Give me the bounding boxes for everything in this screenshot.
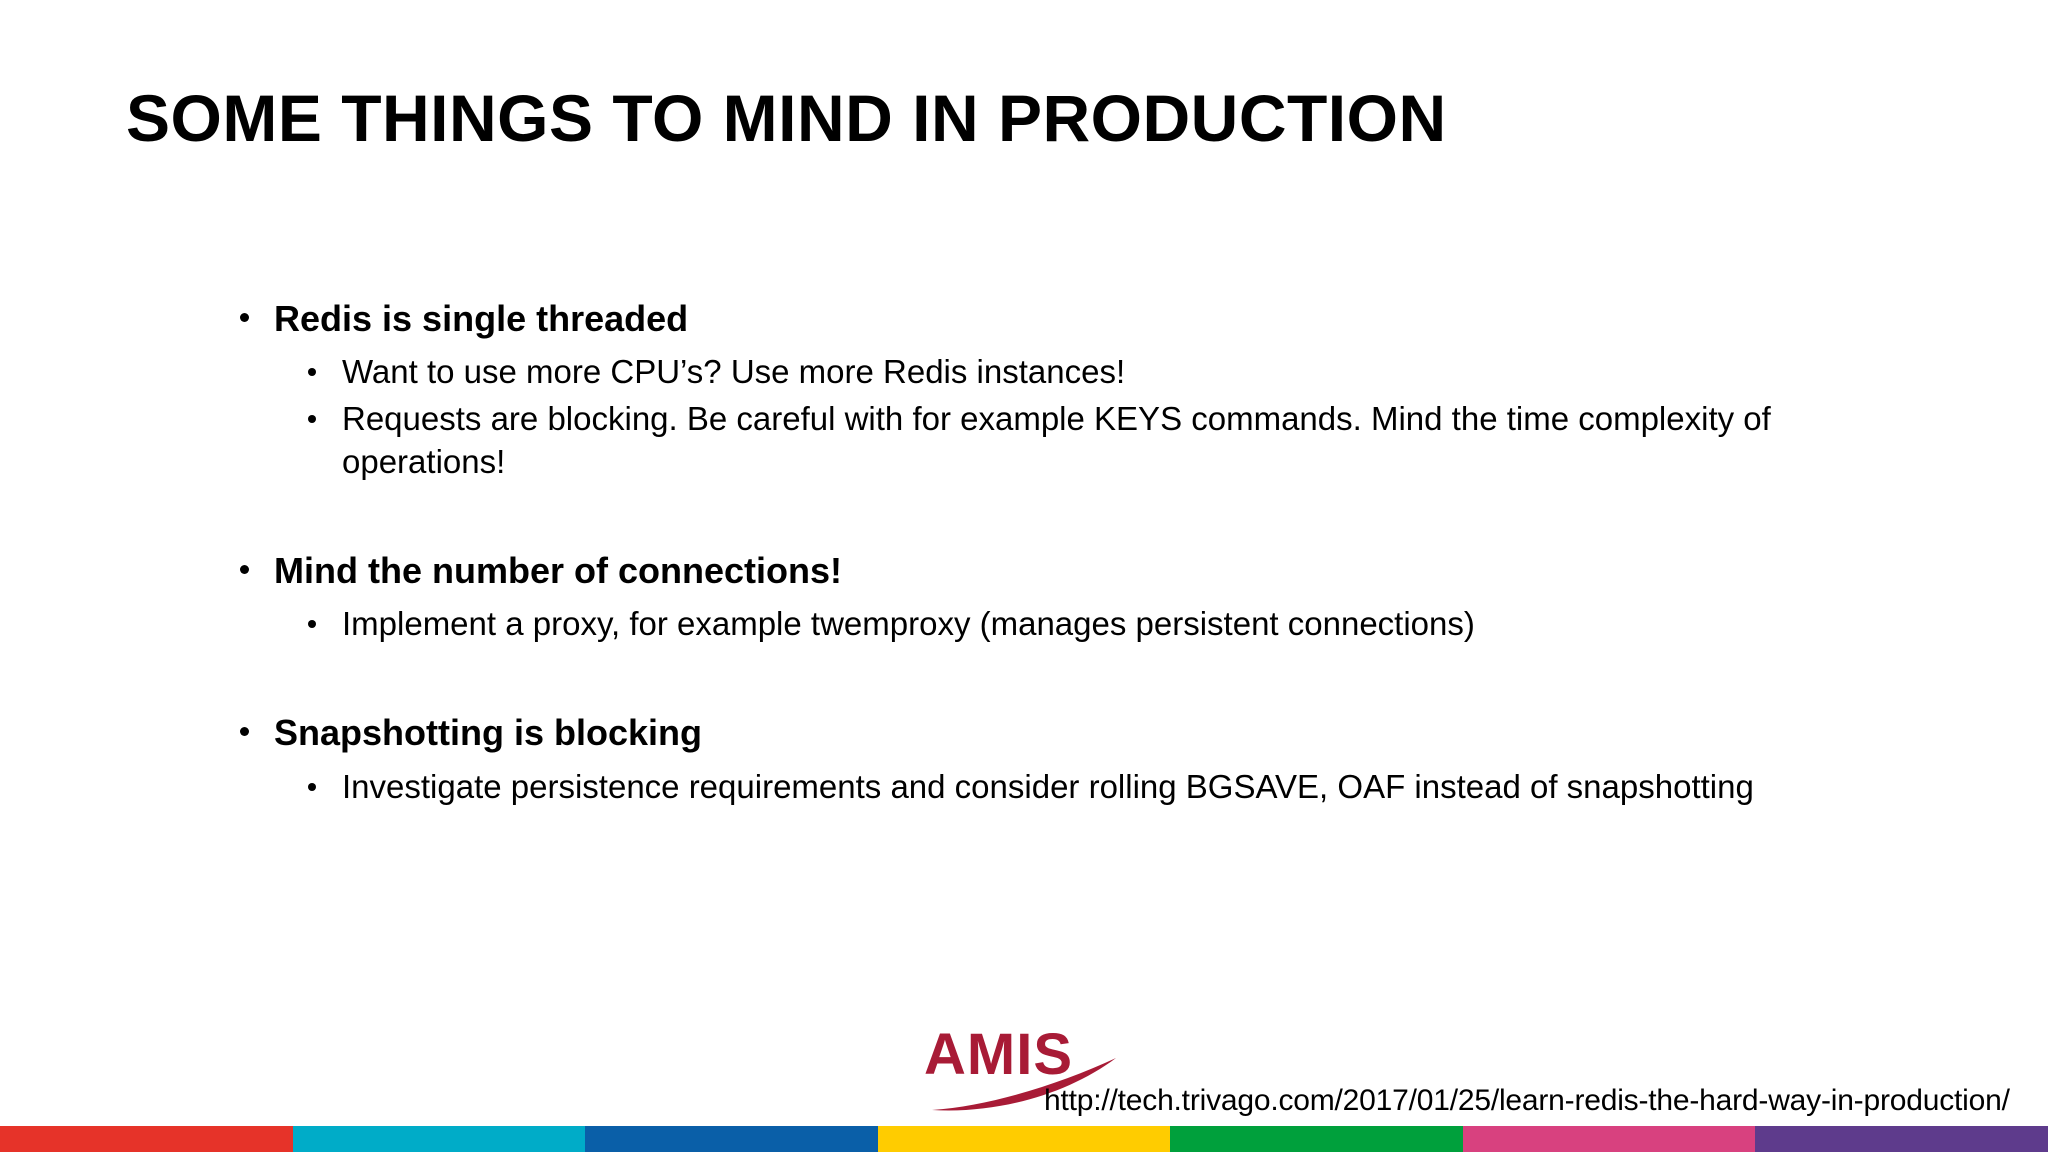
bullet-group: Mind the number of connections! Implemen… xyxy=(236,548,1876,646)
source-url[interactable]: http://tech.trivago.com/2017/01/25/learn… xyxy=(1044,1084,2010,1117)
color-bar-segment xyxy=(1462,1126,1756,1152)
color-bar-segment xyxy=(877,1126,1171,1152)
bullet-sublist: Implement a proxy, for example twemproxy… xyxy=(236,603,1876,646)
amis-logo: AMIS xyxy=(920,1022,1180,1118)
bullet-level1-label: Redis is single threaded xyxy=(274,298,689,339)
bullet-level2: Requests are blocking. Be careful with f… xyxy=(236,398,1876,484)
bullet-dot-icon xyxy=(308,782,316,791)
bullet-level2-label: Implement a proxy, for example twemproxy… xyxy=(342,605,1475,643)
bullet-dot-icon xyxy=(240,727,249,737)
bullet-level2-label: Requests are blocking. Be careful with f… xyxy=(342,400,1771,481)
bullet-level2: Implement a proxy, for example twemproxy… xyxy=(236,603,1876,646)
color-bar-segment xyxy=(585,1126,878,1152)
bullet-dot-icon xyxy=(308,620,316,629)
bullet-group: Snapshotting is blocking Investigate per… xyxy=(236,710,1876,808)
bullet-dot-icon xyxy=(308,415,316,424)
bullet-sublist: Want to use more CPU’s? Use more Redis i… xyxy=(236,351,1876,484)
color-bar xyxy=(0,1126,2048,1152)
bullet-level2-label: Want to use more CPU’s? Use more Redis i… xyxy=(342,353,1126,391)
bullet-sublist: Investigate persistence requirements and… xyxy=(236,766,1876,809)
color-bar-segment xyxy=(292,1126,586,1152)
slide-body: Redis is single threaded Want to use mor… xyxy=(236,296,1876,809)
color-bar-segment xyxy=(1755,1126,2048,1152)
bullet-group: Redis is single threaded Want to use mor… xyxy=(236,296,1876,484)
color-bar-segment xyxy=(0,1126,293,1152)
bullet-level1: Redis is single threaded xyxy=(236,296,1876,341)
bullet-level1-label: Mind the number of connections! xyxy=(274,550,842,592)
bullet-dot-icon xyxy=(240,565,249,575)
bullet-level2: Investigate persistence requirements and… xyxy=(236,766,1876,809)
amis-logo-icon: AMIS xyxy=(924,1022,1116,1111)
color-bar-segment xyxy=(1170,1126,1463,1152)
bullet-dot-icon xyxy=(240,313,249,322)
bullet-level2: Want to use more CPU’s? Use more Redis i… xyxy=(236,351,1876,394)
page-title: SOME THINGS TO MIND IN PRODUCTION xyxy=(126,81,1447,155)
bullet-level2-label: Investigate persistence requirements and… xyxy=(342,767,1754,805)
bullet-level1: Snapshotting is blocking xyxy=(236,710,1876,755)
bullet-level1-label: Snapshotting is blocking xyxy=(274,712,703,754)
bullet-level1: Mind the number of connections! xyxy=(236,548,1876,593)
bullet-dot-icon xyxy=(308,368,316,377)
svg-text:AMIS: AMIS xyxy=(924,1022,1073,1087)
